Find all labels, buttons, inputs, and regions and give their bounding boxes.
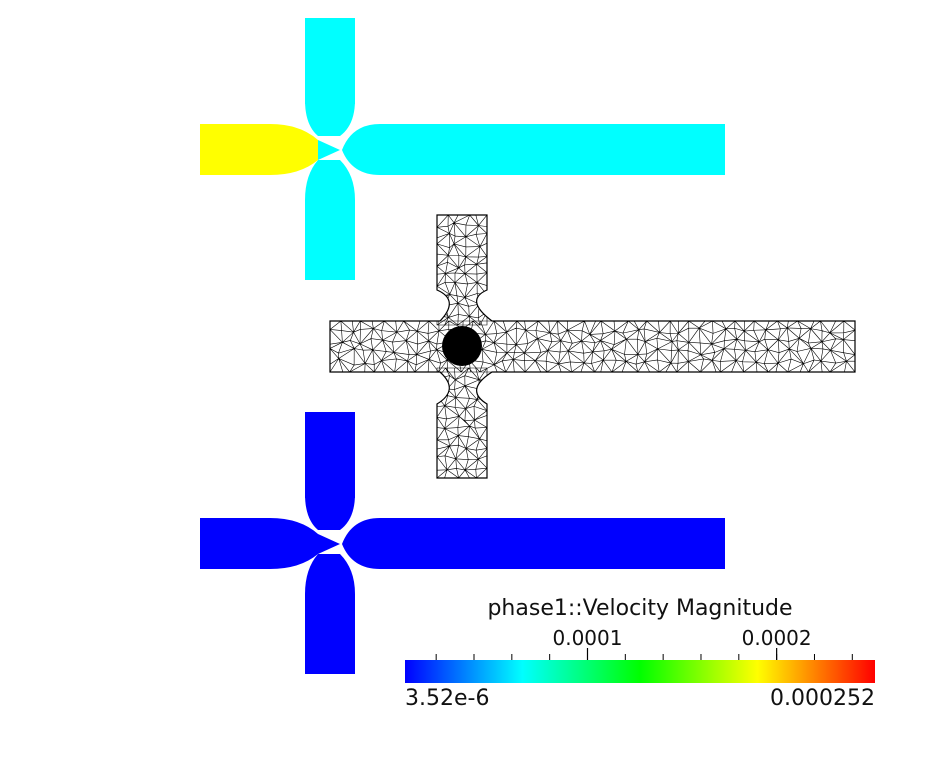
mesh-wireframe [330,215,855,478]
colorbar-tick-label: 0.0002 [741,626,812,650]
top-upper-bulb [305,100,355,136]
middle-mesh-view [329,214,856,479]
colorbar [405,648,875,683]
colorbar-ticks [435,648,853,660]
colorbar-title: phase1::Velocity Magnitude [487,596,793,621]
bottom-junction [318,534,340,554]
bottom-upper-bulb [305,494,355,530]
colorbar-tick-label: 0.0001 [552,626,623,650]
bottom-outlet-channel [342,518,725,569]
top-outlet-channel [342,124,725,175]
mesh-triangles [436,367,488,478]
colorbar-max-label: 0.000252 [770,686,875,711]
mesh-outline [329,214,856,479]
colorbar-min-label: 3.52e-6 [405,686,490,711]
mesh-refined-junction [442,326,482,366]
bottom-vertical-channel-upper [305,412,355,498]
bottom-domain-view [200,412,725,674]
top-vertical-channel-lower [305,160,355,280]
top-domain-view [200,18,725,280]
bottom-vertical-channel-lower [305,554,355,674]
top-junction [318,140,340,160]
bottom-inlet-channel [200,518,318,569]
top-vertical-channel-upper [305,18,355,104]
colorbar-swatch [405,660,875,683]
top-inlet-channel [200,124,318,175]
mesh-triangles [330,320,855,373]
